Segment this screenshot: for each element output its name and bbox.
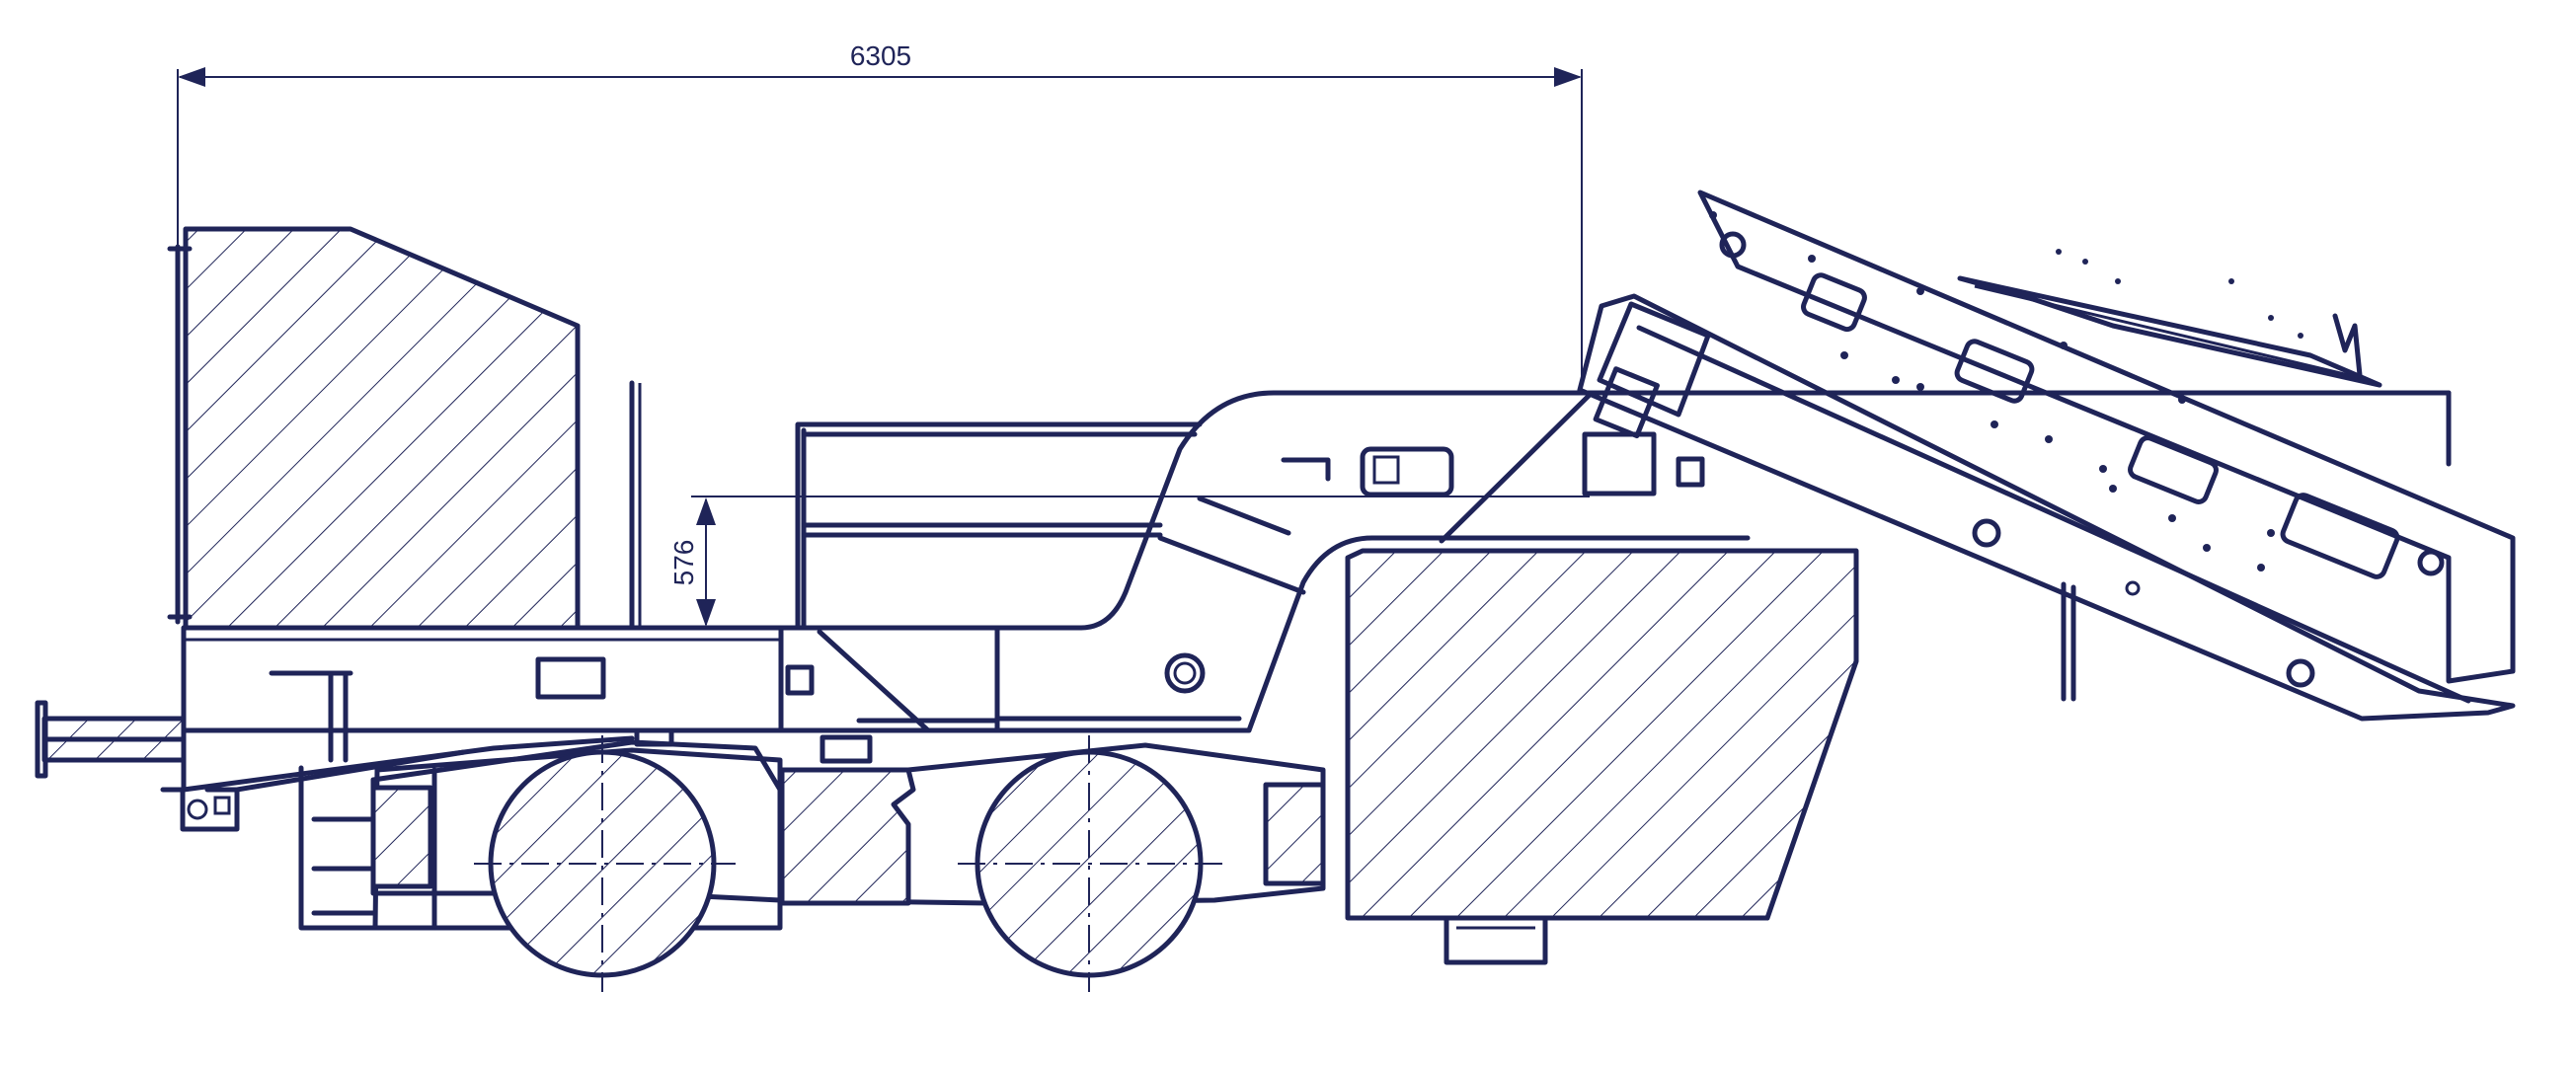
tow-hitch xyxy=(35,700,240,832)
inspection-hatch xyxy=(1360,446,1454,497)
boom-pivot-mount xyxy=(1582,431,1657,496)
dimension-label-length: 6305 xyxy=(850,40,911,71)
chassis-body xyxy=(778,390,2452,733)
frame-access-slot xyxy=(535,656,606,700)
boom-window-1 xyxy=(1801,272,1867,333)
boom-pivot xyxy=(1593,366,1660,439)
boom-fastener-dots xyxy=(1709,211,2303,572)
front-bumper-block xyxy=(1263,782,1326,886)
boom-window-4 xyxy=(2280,493,2400,579)
front-wheel xyxy=(958,735,1224,992)
rear-counterweight xyxy=(167,226,642,631)
dimension-label-height: 576 xyxy=(668,540,699,586)
front-payload-block xyxy=(1345,548,1859,965)
center-axle-block xyxy=(779,767,916,906)
rear-wheel xyxy=(474,735,736,992)
boom-window-2 xyxy=(1954,339,2035,404)
frame-lift-eye xyxy=(1164,652,1206,694)
rear-bumper-block xyxy=(370,785,433,889)
conveyor-boom xyxy=(1577,190,2516,722)
guard-rail xyxy=(795,421,1203,631)
boom-window-3 xyxy=(2128,435,2219,504)
